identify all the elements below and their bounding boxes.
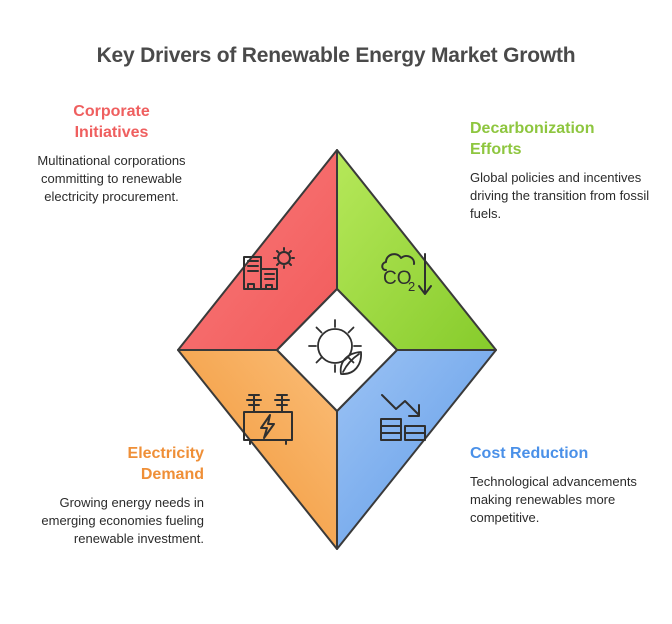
electricity-heading-line1: Electricity xyxy=(127,445,204,462)
decarbonization-heading-line2: Efforts xyxy=(470,141,522,158)
decarbonization-heading: Decarbonization Efforts xyxy=(470,118,656,160)
electric-transformer-bolt-icon xyxy=(243,394,293,445)
corporate-heading-line2: Initiatives xyxy=(74,124,149,141)
cost-body: Technological advancements making renewa… xyxy=(470,474,637,525)
quadrant-corporate[interactable] xyxy=(177,149,338,351)
co2-cloud-down-arrow-icon: CO 2 xyxy=(381,253,432,295)
decarbonization-body: Global policies and incentives driving t… xyxy=(470,170,650,221)
quadrant-text-decarbonization: Decarbonization Efforts Global policies … xyxy=(470,118,656,223)
cost-heading-line1: Cost Reduction xyxy=(470,445,589,462)
center-diamond-shape xyxy=(276,288,398,412)
co2-label: CO xyxy=(383,268,412,289)
electricity-body: Growing energy needs in emerging economi… xyxy=(41,495,204,546)
co2-label-subscript: 2 xyxy=(408,279,415,294)
quadrant-text-electricity: Electricity Demand Growing energy needs … xyxy=(8,443,204,548)
corporate-heading-line1: Corporate xyxy=(73,103,150,120)
office-buildings-sun-icon xyxy=(243,247,295,290)
quadrant-text-cost: Cost Reduction Technological advancement… xyxy=(470,443,660,527)
quadrant-cost[interactable] xyxy=(336,349,497,550)
decarbonization-heading-line1: Decarbonization xyxy=(470,120,595,137)
corporate-heading: Corporate Initiatives xyxy=(18,101,205,143)
corporate-body: Multinational corporations committing to… xyxy=(37,153,186,204)
quadrant-text-corporate: Corporate Initiatives Multinational corp… xyxy=(18,101,205,206)
electricity-heading: Electricity Demand xyxy=(8,443,204,485)
page-title: Key Drivers of Renewable Energy Market G… xyxy=(96,44,576,67)
sun-leaf-icon xyxy=(308,319,362,375)
center-diamond xyxy=(276,288,398,412)
coins-down-arrow-icon xyxy=(380,394,426,441)
cost-heading: Cost Reduction xyxy=(470,443,660,464)
electricity-heading-line2: Demand xyxy=(140,466,204,483)
